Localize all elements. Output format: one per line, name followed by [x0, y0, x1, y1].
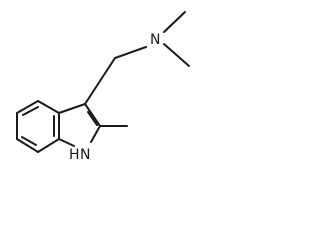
substituents — [84, 11, 190, 127]
indole-nitrogen-label: N — [80, 147, 90, 163]
chemical-structure-diagram: N H N — [16, 11, 190, 163]
bond-ch2-n — [114, 46, 147, 59]
bond-c7-c6 — [16, 138, 39, 153]
double-bond-c7-c6 — [21, 136, 37, 146]
bond-c3-ch2 — [84, 57, 116, 105]
bond-c4-c3a — [37, 100, 60, 114]
bond-n1-c7a — [58, 138, 75, 147]
bond-c3-c2 — [84, 103, 101, 127]
amine-nitrogen-label: N — [150, 32, 160, 48]
bond-c2-n1 — [90, 125, 101, 143]
double-bond-c3-c2 — [87, 111, 98, 126]
benzene-ring — [16, 100, 60, 153]
double-bond-c5-c4 — [22, 106, 39, 116]
bond-n-methyl-lower — [163, 43, 190, 67]
bond-c5-c4 — [16, 100, 39, 114]
bond-c3a-c3 — [58, 103, 86, 114]
bond-n-methyl-upper — [163, 11, 186, 33]
bond-c7a-c7 — [37, 138, 60, 153]
indole-hydrogen-label: H — [69, 147, 80, 163]
pyrrole-ring — [58, 103, 101, 147]
